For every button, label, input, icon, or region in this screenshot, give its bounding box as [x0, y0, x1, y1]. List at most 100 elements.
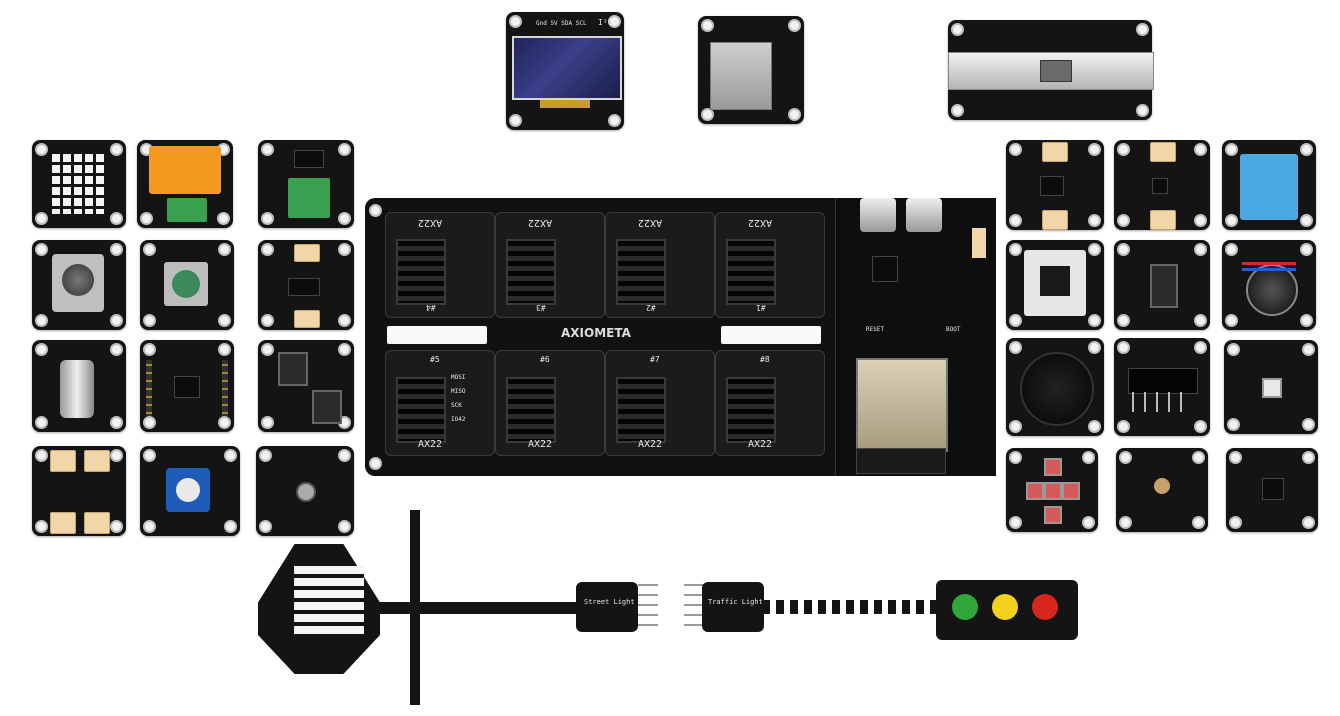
- slider-knob: [1040, 60, 1072, 82]
- mount-hole: [1009, 214, 1022, 227]
- mount-hole: [143, 243, 156, 256]
- mount-hole: [608, 114, 621, 127]
- ic-chip: [174, 376, 200, 398]
- mount-hole: [1227, 418, 1240, 431]
- usb-c-port: [860, 198, 896, 232]
- mount-hole: [1300, 243, 1313, 256]
- mount-hole: [369, 457, 382, 470]
- mount-hole: [35, 343, 48, 356]
- mount-hole: [110, 520, 123, 533]
- center-band-left: [387, 326, 487, 344]
- traffic-light-red: [1032, 594, 1058, 620]
- slot-number: #2: [646, 303, 656, 312]
- tact-button: [1150, 264, 1178, 308]
- mount-hole: [35, 314, 48, 327]
- slot-socket: [506, 239, 556, 305]
- mount-hole: [1225, 143, 1238, 156]
- pad-button-right: [1062, 482, 1080, 500]
- mount-hole: [1194, 214, 1207, 227]
- mount-hole: [701, 19, 714, 32]
- led-grid: [52, 154, 106, 214]
- mount-hole: [261, 416, 274, 429]
- axiometa-logo: AXIOMETA: [561, 326, 631, 340]
- mount-hole: [1088, 341, 1101, 354]
- battery-connector: [972, 228, 986, 258]
- slot-ax22-label: AX22: [528, 217, 553, 228]
- mount-hole: [1302, 343, 1315, 356]
- mount-hole: [338, 143, 351, 156]
- slot-ax22-label: AX22: [638, 217, 663, 228]
- toggle-switch-module: [32, 340, 126, 432]
- connector: [1042, 142, 1068, 162]
- screw-terminal: [288, 178, 330, 218]
- mount-hole: [338, 314, 351, 327]
- connector: [1150, 210, 1176, 230]
- mount-hole: [369, 204, 382, 217]
- vibration-motor-module: [1222, 240, 1316, 330]
- slot-ax22-label: AX22: [748, 439, 773, 450]
- mount-hole: [788, 19, 801, 32]
- street-light-pcb-end: [576, 582, 638, 632]
- mount-hole: [35, 449, 48, 462]
- mount-hole: [1088, 243, 1101, 256]
- connector: [50, 450, 76, 472]
- mount-hole: [338, 243, 351, 256]
- mount-hole: [338, 343, 351, 356]
- ic-chip: [1152, 178, 1168, 194]
- relay-module: [137, 140, 233, 228]
- mount-hole: [259, 520, 272, 533]
- traffic-light-arm: [762, 600, 940, 614]
- slot-number: #6: [540, 355, 550, 364]
- sensor-module: [1006, 140, 1104, 230]
- encoder-shaft: [62, 264, 94, 296]
- toggle-switch: [60, 360, 94, 418]
- mount-hole: [1117, 420, 1130, 433]
- mount-hole: [35, 243, 48, 256]
- mount-hole: [218, 343, 231, 356]
- slot-number: #7: [650, 355, 660, 364]
- light-sensor-module: [1116, 448, 1208, 532]
- slot-1: AX22 #1: [715, 212, 825, 318]
- mount-hole: [338, 212, 351, 225]
- slot-8: #8 AX22: [715, 350, 825, 456]
- mount-hole: [1225, 214, 1238, 227]
- button-cap: [172, 270, 200, 298]
- dht-sensor-module: [1222, 140, 1316, 230]
- ic-chip: [1040, 176, 1064, 196]
- ir-sensor-module: [1226, 448, 1318, 532]
- mount-hole: [110, 314, 123, 327]
- mount-hole: [217, 212, 230, 225]
- flex-cable: [540, 100, 590, 108]
- mount-hole: [261, 212, 274, 225]
- mainboard: AX22 #4 AX22 #3 AX22 #2 AX22 #1 AXIOMETA…: [365, 198, 996, 476]
- connector: [294, 244, 320, 262]
- connector: [50, 512, 76, 534]
- mount-hole: [1302, 516, 1315, 529]
- usb-c-port: [906, 198, 942, 232]
- ic-chip: [1262, 478, 1284, 500]
- oled-pin-labels: Gnd 5V SDA SCL: [536, 20, 587, 27]
- key-stem: [1040, 266, 1070, 296]
- oled-bus-label: I²C: [598, 18, 613, 27]
- mount-hole: [224, 520, 237, 533]
- header-pins: [1132, 392, 1192, 412]
- slot-ax22-label: AX22: [528, 439, 553, 450]
- trimmer-dial: [176, 478, 200, 502]
- sd-card-module: [698, 16, 804, 124]
- mount-hole: [110, 143, 123, 156]
- mount-hole: [1009, 143, 1022, 156]
- slot-2: AX22 #2: [605, 212, 715, 318]
- mount-hole: [1009, 516, 1022, 529]
- mount-hole: [1009, 451, 1022, 464]
- led-matrix-module: [32, 140, 126, 228]
- mount-hole: [143, 449, 156, 462]
- traffic-light-module: Traffic Light: [684, 560, 1080, 656]
- mount-hole: [1119, 451, 1132, 464]
- motor-wire-red: [1242, 262, 1296, 265]
- traffic-light-pcb-end: [702, 582, 764, 632]
- vibration-motor: [1246, 264, 1298, 316]
- mount-hole: [1117, 243, 1130, 256]
- header-breakout-module: [1114, 338, 1210, 436]
- mount-hole: [1119, 516, 1132, 529]
- mount-hole: [1088, 314, 1101, 327]
